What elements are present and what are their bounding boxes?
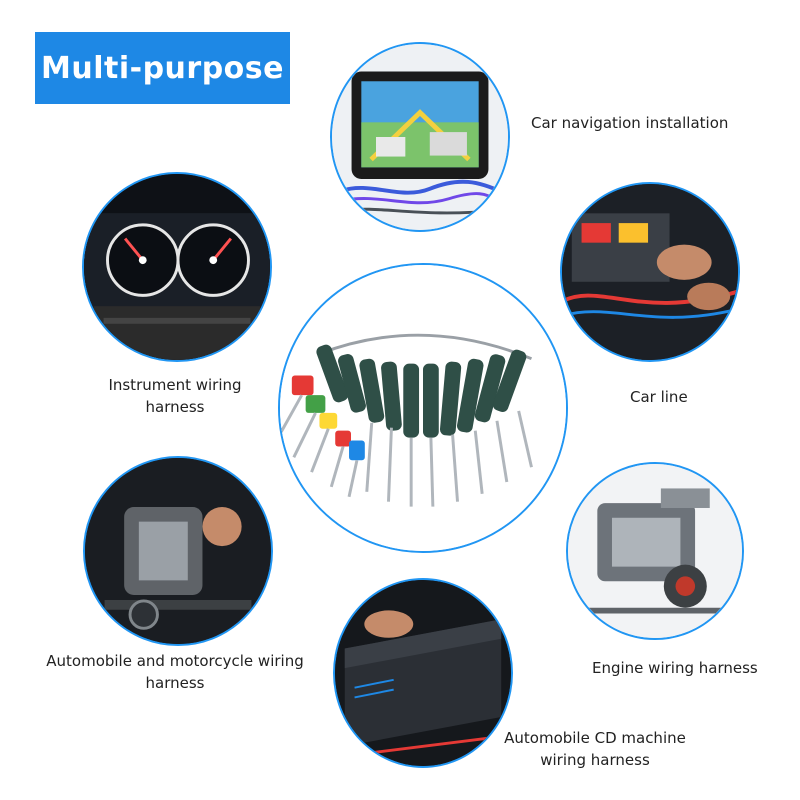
title-banner: Multi-purpose: [35, 32, 290, 104]
instrument-gauge-icon: [84, 174, 270, 360]
engine-image: [566, 462, 744, 640]
label-car-navigation: Car navigation installation: [531, 114, 729, 132]
motorcycle-icon: [85, 458, 271, 644]
cd-amplifier-icon: [335, 580, 511, 766]
engine-icon: [568, 464, 742, 638]
banner-title: Multi-purpose: [41, 50, 284, 86]
terminal-removal-tool-set-icon: [280, 265, 566, 551]
label-car-line: Car line: [630, 388, 688, 406]
label-cd-machine: Automobile CD machine wiring harness: [504, 729, 686, 769]
car-wiring-icon: [562, 184, 738, 360]
car-navigation-image: [330, 42, 510, 232]
label-instrument-wiring: Instrument wiring harness: [108, 376, 242, 416]
instrument-cluster-image: [82, 172, 272, 362]
label-engine-wiring: Engine wiring harness: [592, 659, 758, 677]
navigation-screen-icon: [332, 44, 508, 230]
cd-machine-image: [333, 578, 513, 768]
terminal-tool-kit-image: [278, 263, 568, 553]
car-line-image: [560, 182, 740, 362]
motorcycle-engine-image: [83, 456, 273, 646]
label-automobile-motorcycle: Automobile and motorcycle wiring harness: [46, 652, 304, 692]
